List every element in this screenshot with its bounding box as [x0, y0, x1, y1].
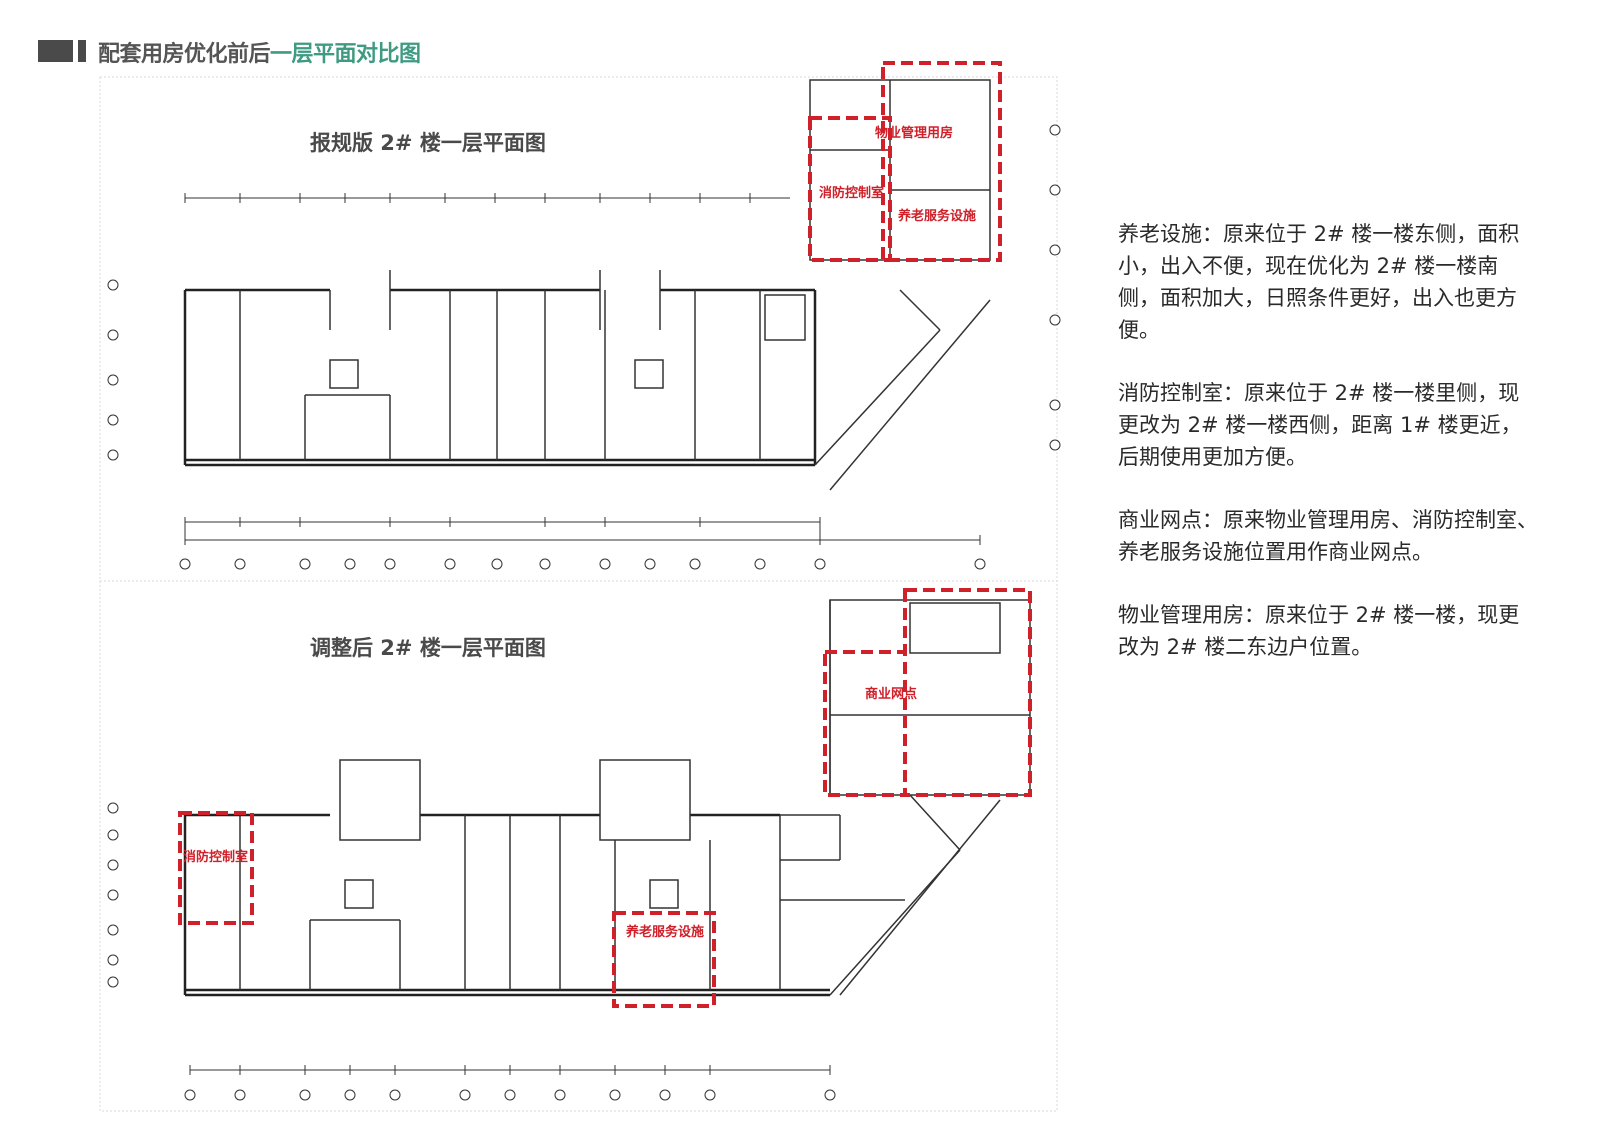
description-panel: 养老设施：原来位于 2# 楼一楼东侧，面积小，出入不便，现在优化为 2# 楼一楼… [1118, 218, 1538, 694]
highlight-elderly-new [612, 911, 716, 1008]
bottom-axis-bubbles [107, 802, 836, 1101]
plan-top: 报规版 2# 楼一层平面图 [107, 61, 1061, 570]
top-east-wing [809, 79, 991, 491]
page-title: 配套用房优化前后一层平面对比图 [98, 36, 421, 68]
page-title-prefix: 配套用房优化前后 [98, 42, 271, 67]
bottom-partitions [239, 759, 905, 990]
highlight-commercial-left [823, 650, 907, 797]
plan-bottom: 调整后 2# 楼一层平面图 [107, 588, 1032, 1101]
highlight-fire-control-original [808, 116, 892, 262]
header-bar-block [38, 40, 73, 62]
desc-property: 物业管理用房：原来位于 2# 楼一楼，现更改为 2# 楼二东边户位置。 [1118, 603, 1520, 659]
highlight-fire-control-new [178, 811, 254, 925]
plan-top-title: 报规版 2# 楼一层平面图 [310, 131, 546, 155]
header-bar-divider [78, 40, 86, 62]
label-fire-control-new: 消防控制室 [183, 849, 248, 865]
highlight-property-elderly-original [881, 61, 1002, 262]
label-commercial: 商业网点 [865, 686, 917, 702]
label-elderly-facility: 养老服务设施 [897, 208, 976, 224]
top-dimension-line [184, 193, 790, 203]
bottom-building-walls [183, 813, 830, 997]
label-fire-control-room: 消防控制室 [819, 185, 884, 201]
highlight-commercial-upper [903, 588, 1032, 797]
top-highlight-boxes [808, 61, 1002, 262]
page-title-highlight: 一层平面对比图 [270, 42, 421, 67]
top-partitions [239, 270, 806, 460]
desc-fire-control: 消防控制室：原来位于 2# 楼一楼里侧，现更改为 2# 楼一楼西侧，距离 1# … [1118, 381, 1522, 469]
desc-commercial: 商业网点：原来物业管理用房、消防控制室、养老服务设施位置用作商业网点。 [1118, 508, 1538, 564]
plan-bottom-title: 调整后 2# 楼一层平面图 [310, 636, 546, 660]
top-axis-bubbles [107, 124, 1061, 570]
label-property-room: 物业管理用房 [875, 125, 953, 141]
bottom-east-wing [829, 599, 1031, 996]
plan-frames [99, 76, 1058, 1112]
label-elderly-new: 养老服务设施 [625, 924, 704, 940]
bottom-highlight-boxes [178, 588, 1032, 1008]
top-bottom-dimensions [184, 517, 981, 545]
desc-elderly: 养老设施：原来位于 2# 楼一楼东侧，面积小，出入不便，现在优化为 2# 楼一楼… [1118, 222, 1520, 342]
bottom-dimensions [189, 1065, 831, 1075]
top-building-walls [183, 288, 817, 467]
